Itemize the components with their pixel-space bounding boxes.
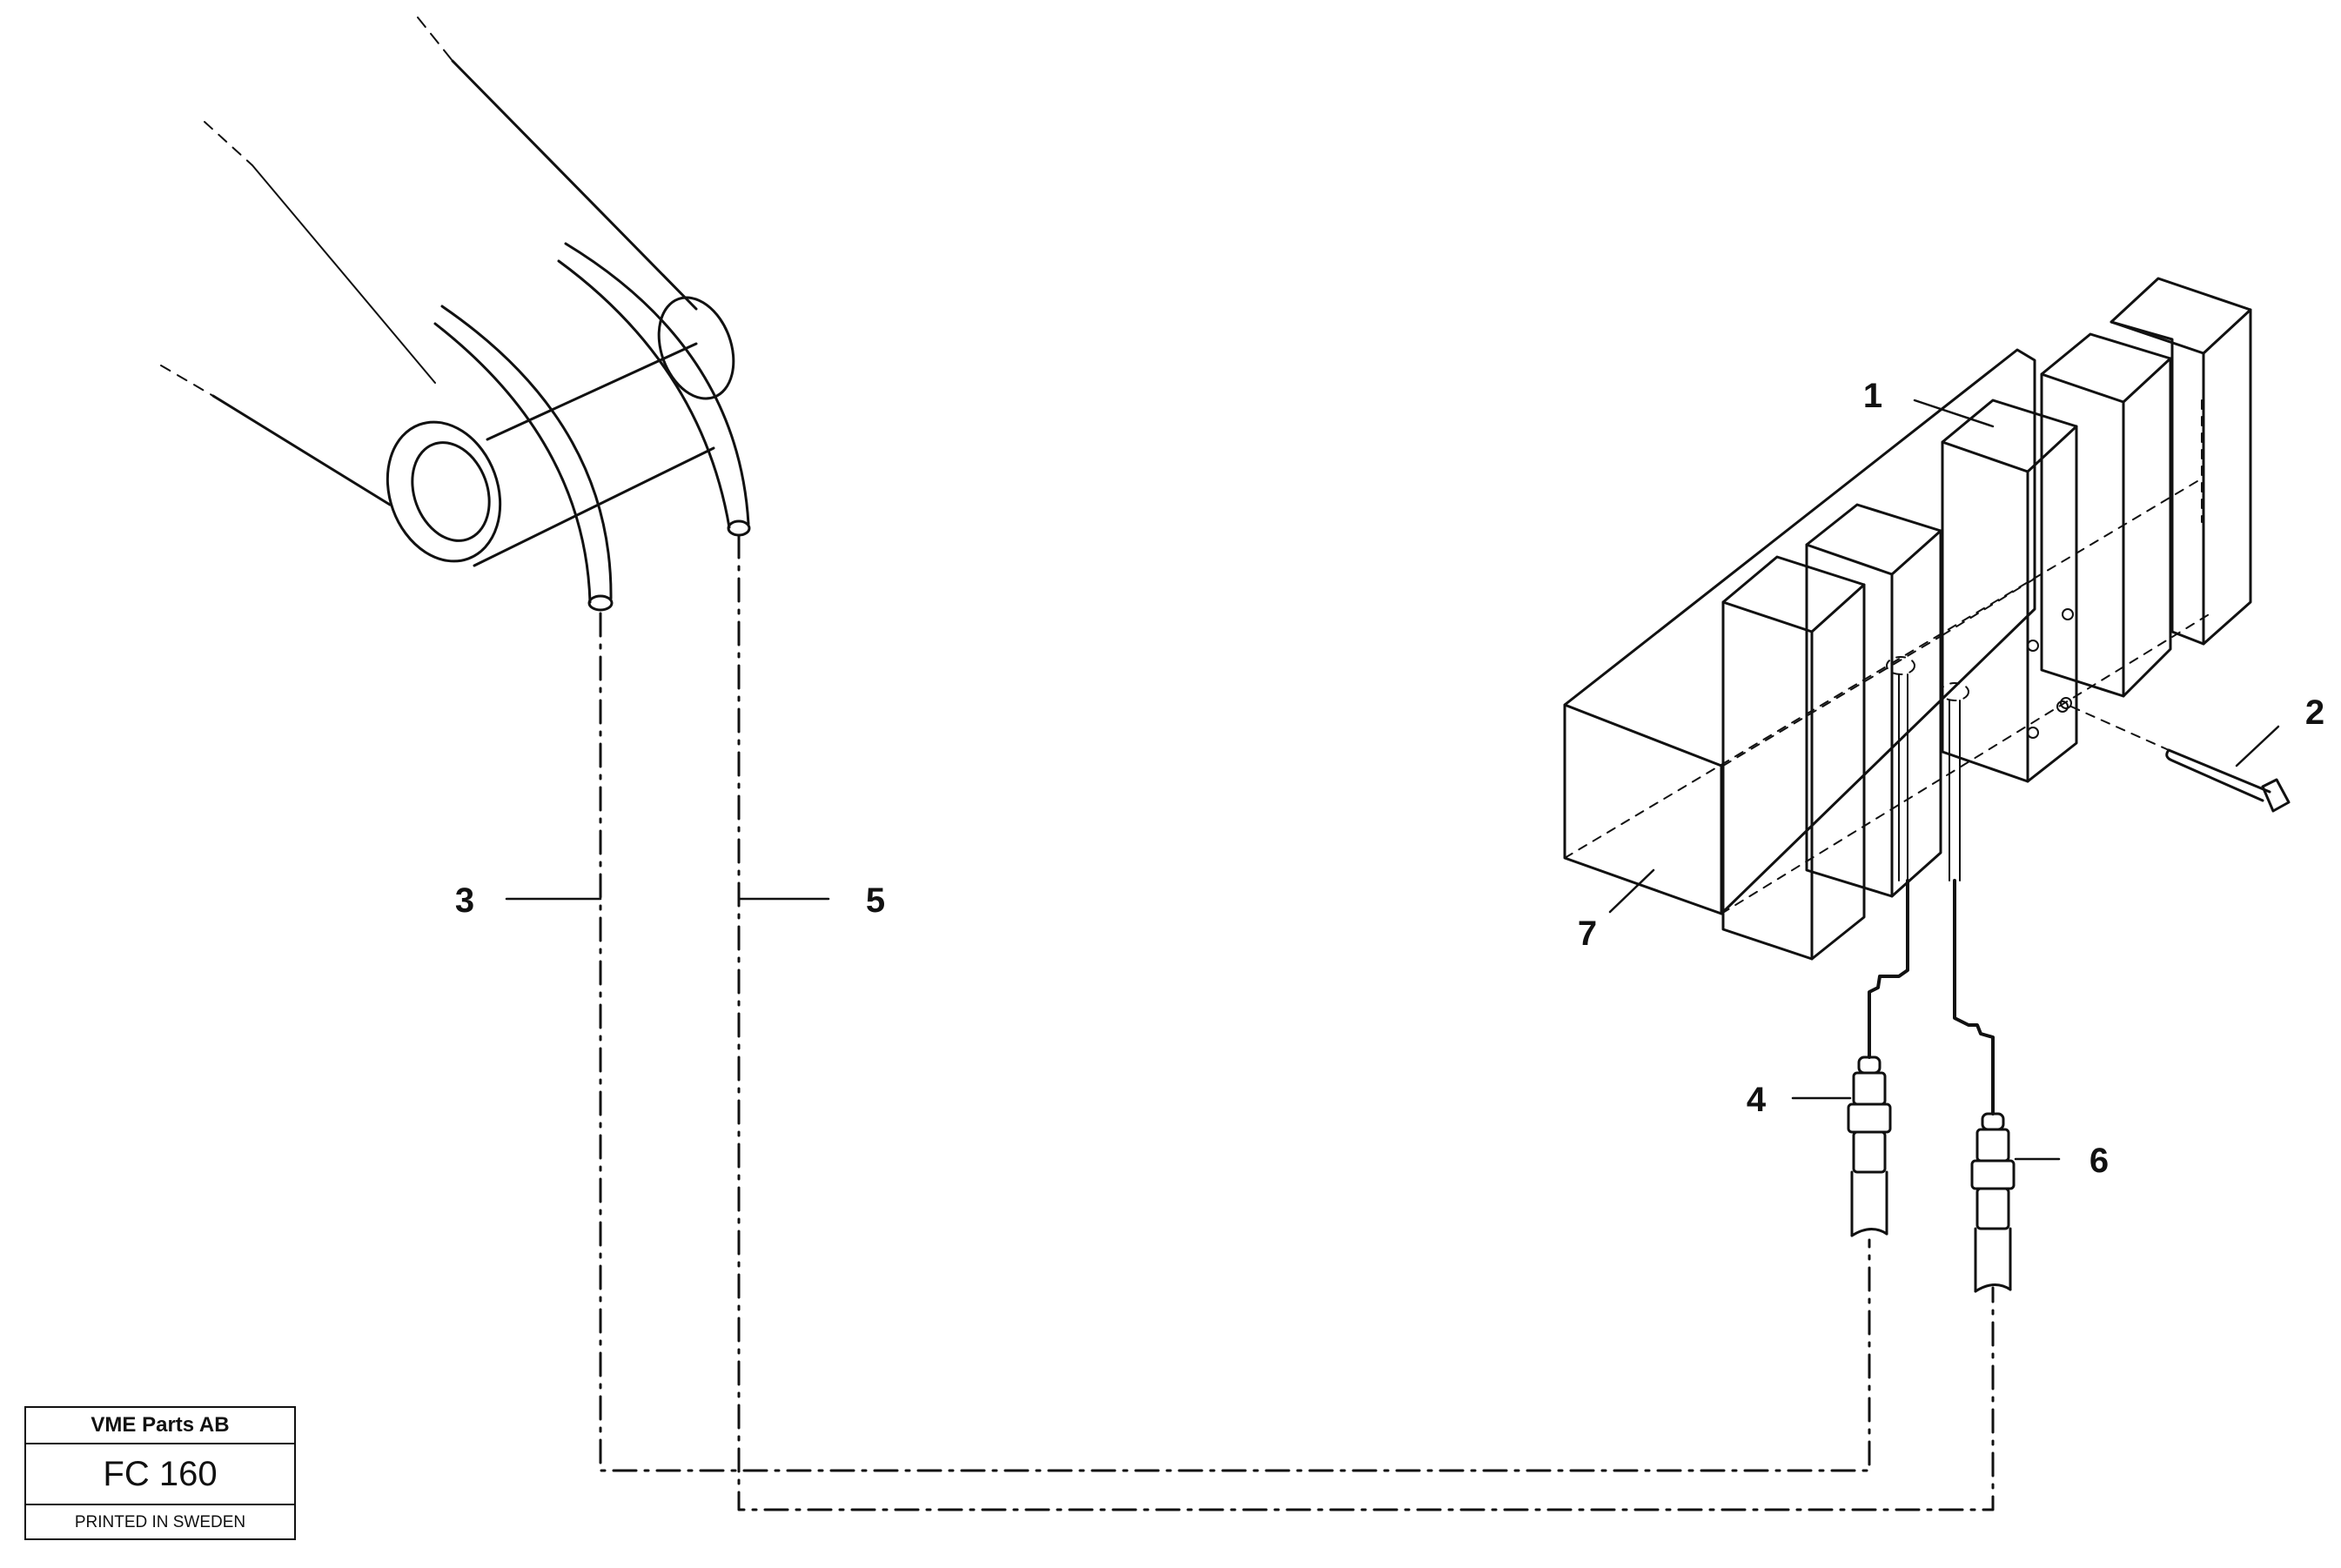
callout-7: 7	[1578, 915, 1597, 953]
callout-5: 5	[866, 881, 885, 920]
callout-2: 2	[2305, 694, 2324, 732]
callout-6: 6	[2089, 1142, 2109, 1180]
leader-2	[2235, 725, 2280, 767]
hose-line-3	[599, 612, 1871, 1472]
valve-block	[1563, 277, 2252, 961]
port-pipe-4	[1868, 673, 1909, 1059]
company-name: VME Parts AB	[26, 1408, 294, 1444]
title-block: VME Parts AB FC 160 PRINTED IN SWEDEN	[24, 1406, 296, 1540]
callout-3: 3	[455, 881, 474, 920]
printed-notice: PRINTED IN SWEDEN	[74, 1513, 246, 1531]
leader-7	[1608, 868, 1655, 914]
boom-hose-right	[557, 242, 751, 537]
port-pipe-6	[1949, 700, 1995, 1116]
callout-4: 4	[1747, 1081, 1767, 1119]
coupling-part-4	[1847, 1055, 1892, 1237]
coupling-part-6	[1970, 1112, 2016, 1293]
leader-1	[1913, 399, 1995, 428]
callout-1: 1	[1863, 377, 1882, 415]
figure-code: FC 160	[26, 1444, 294, 1505]
boom-arm	[160, 17, 735, 567]
hose-line-5	[737, 533, 1995, 1511]
screw-part-2	[2060, 697, 2291, 813]
boom-hose-left	[433, 305, 614, 612]
